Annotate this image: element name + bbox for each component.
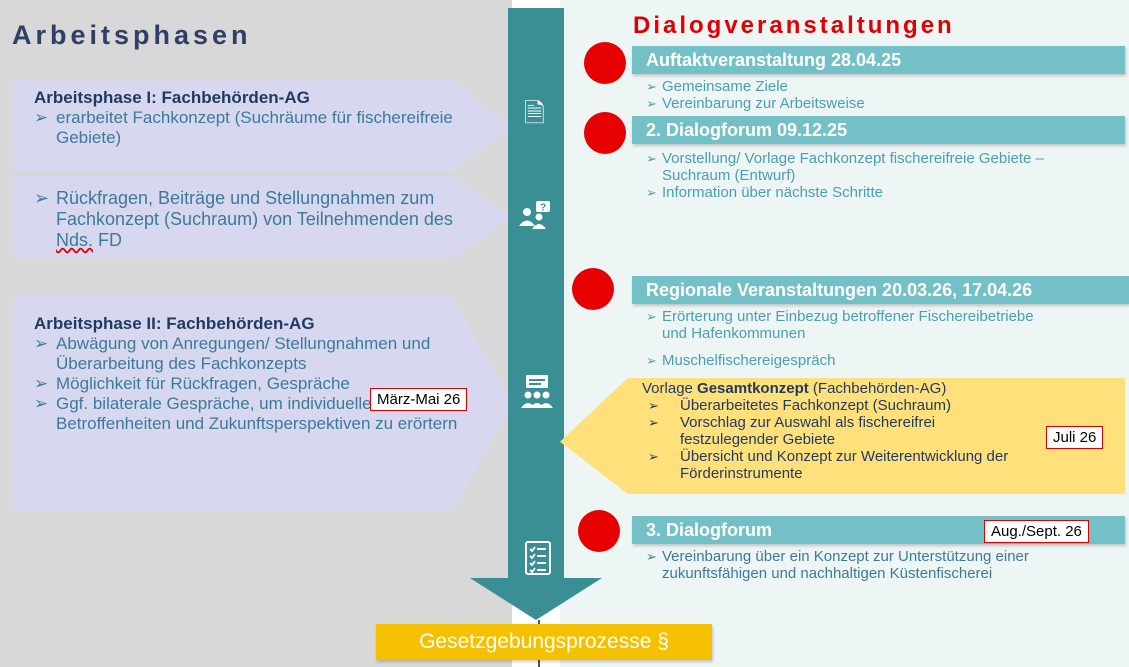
document-icon: 🗎: [524, 98, 545, 128]
arbeitsphasen-heading: Arbeitsphasen: [12, 20, 252, 50]
dialogforum-3-bullet-1: Vereinbarung über ein Konzept zur Unters…: [646, 548, 1106, 582]
dialogforum-3-bullets: Vereinbarung über ein Konzept zur Unters…: [646, 548, 1106, 582]
gesamtkonzept-text: Vorlage Gesamtkonzept (Fachbehörden-AG) …: [642, 380, 1122, 482]
gesamtkonzept-prefix: Vorlage: [642, 380, 698, 397]
dialogforum-2-bullet-2: Information über nächste Schritte: [646, 184, 1116, 201]
gesamtkonzept-suffix: (Fachbehörden-AG): [808, 380, 947, 397]
people-question-icon: ?: [518, 200, 552, 235]
red-marker-4: [578, 510, 620, 552]
event-bar-dialogforum-2: 2. Dialogforum 09.12.25: [632, 116, 1125, 144]
phase-2-text: Arbeitsphase II: Fachbehörden-AG Abwägun…: [34, 314, 474, 434]
gesamtkonzept-bold: Gesamtkonzept: [697, 380, 809, 397]
feedback-text-end: FD: [93, 230, 123, 250]
red-marker-2: [584, 112, 626, 154]
meeting-presentation-icon: [520, 374, 554, 414]
red-marker-3: [572, 268, 614, 310]
gesamtkonzept-bullet-1: Überarbeitetes Fachkonzept (Suchraum): [642, 397, 1122, 414]
svg-text:?: ?: [540, 203, 546, 214]
checklist-svg: [525, 541, 551, 575]
date-label-aug-sept: Aug./Sept. 26: [984, 520, 1089, 543]
phase-2-title: Arbeitsphase II: Fachbehörden-AG: [34, 314, 315, 333]
feedback-text: Rückfragen, Beiträge und Stellungnahmen …: [34, 188, 474, 251]
checklist-icon: [524, 540, 552, 582]
dialogforum-2-bullet-1: Vorstellung/ Vorlage Fachkonzept fischer…: [646, 150, 1072, 184]
phase-2-bullet-3: Ggf. bilaterale Gespräche, um individuel…: [34, 394, 474, 434]
feedback-bullet: Rückfragen, Beiträge und Stellungnahmen …: [34, 188, 474, 251]
people-question-svg: ?: [519, 201, 550, 229]
gesamtkonzept-bullet-3: Übersicht und Konzept zur Weiterentwickl…: [642, 448, 1122, 482]
regional-bullets: Erörterung unter Einbezug betroffener Fi…: [646, 308, 1116, 342]
auftakt-bullet-2: Vereinbarung zur Arbeitsweise: [646, 95, 1116, 112]
phase-2-bullet-2: Möglichkeit für Rückfragen, Gespräche: [34, 374, 356, 394]
red-marker-1: [584, 42, 626, 84]
gesamtkonzept-bullet-2: Vorschlag zur Auswahl als fischereifrei …: [642, 414, 1010, 448]
regional-bullets-2: Muschelfischereigespräch: [646, 352, 835, 369]
feedback-text-main: Rückfragen, Beiträge und Stellungnahmen …: [56, 188, 453, 229]
timeline-arrowhead: [470, 578, 602, 620]
phase-1-bullet: erarbeitet Fachkonzept (Suchräume für fi…: [34, 108, 454, 148]
timeline-spine: [508, 8, 564, 578]
phase-2-bullet-1: Abwägung von Anregungen/ Stellungnahmen …: [34, 334, 474, 374]
auftakt-bullet-1: Gemeinsame Ziele: [646, 78, 1116, 95]
dialogveranstaltungen-heading: Dialogveranstaltungen: [633, 12, 955, 39]
gesamtkonzept-title: Vorlage Gesamtkonzept (Fachbehörden-AG): [642, 380, 1122, 397]
phase-1-title: Arbeitsphase I: Fachbehörden-AG: [34, 88, 310, 107]
regional-bullet-2: Muschelfischereigespräch: [646, 352, 835, 369]
dialogforum-2-bullets: Vorstellung/ Vorlage Fachkonzept fischer…: [646, 150, 1116, 201]
feedback-text-nds: Nds.: [56, 230, 94, 250]
phase-1-text: Arbeitsphase I: Fachbehörden-AG erarbeit…: [34, 88, 454, 148]
meeting-presentation-svg: [521, 375, 553, 408]
date-label-maerz-mai: März-Mai 26: [370, 388, 468, 411]
date-label-juli: Juli 26: [1046, 426, 1104, 449]
auftakt-bullets: Gemeinsame Ziele Vereinbarung zur Arbeit…: [646, 78, 1116, 112]
event-bar-regional: Regionale Veranstaltungen 20.03.26, 17.0…: [632, 276, 1129, 304]
event-bar-auftakt: Auftaktveranstaltung 28.04.25: [632, 46, 1125, 74]
gesetzgebungsprozesse-box: Gesetzgebungsprozesse §: [376, 624, 712, 660]
regional-bullet-1: Erörterung unter Einbezug betroffener Fi…: [646, 308, 1062, 342]
